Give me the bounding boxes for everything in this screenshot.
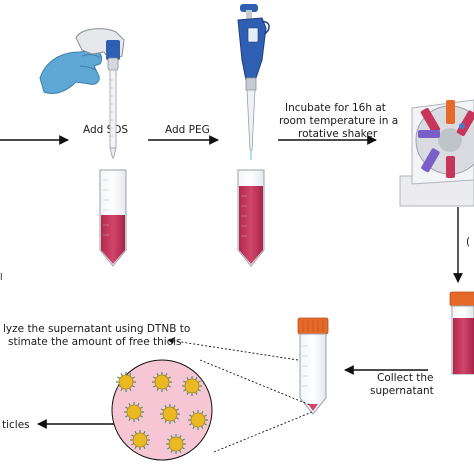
edge-mark-left: l	[0, 273, 3, 283]
step-label-analyze-1: lyze the supernatant using DTNB to	[3, 323, 190, 335]
step-label-collect-1: Collect the	[377, 372, 434, 384]
nanoparticle-3	[182, 376, 202, 396]
nanoparticle-2	[152, 372, 172, 392]
rotative-shaker-icon	[399, 99, 474, 207]
nanoparticle-7	[166, 434, 186, 454]
step-label-collect-2: supernatant	[370, 385, 434, 397]
step-label-incubate-2: room temperature in a	[279, 115, 398, 127]
step-label-add-sds: Add SDS	[83, 124, 128, 136]
capped-tube-supernatant	[297, 317, 329, 415]
conical-tube-sds	[99, 169, 127, 267]
nanoparticle-1	[116, 372, 136, 392]
capped-tube-after-shaking	[449, 291, 474, 375]
nanoparticle-group	[116, 372, 208, 454]
nanoparticle-8	[188, 410, 208, 430]
step-label-add-peg: Add PEG	[165, 124, 210, 136]
arrow-to-dtnb	[167, 337, 299, 361]
step-label-particles: ticles	[2, 419, 30, 431]
pipette-controller-icon	[39, 28, 125, 159]
micropipette-icon	[237, 4, 270, 160]
edge-mark-right: (	[466, 236, 470, 248]
nanoparticle-6	[130, 430, 150, 450]
step-label-incubate-3: rotative shaker	[298, 128, 378, 140]
step-label-incubate-1: Incubate for 16h at	[285, 102, 386, 114]
nanoparticle-4	[124, 402, 144, 422]
step-label-analyze-2: stimate the amount of free thiols	[8, 336, 182, 348]
conical-tube-peg	[237, 169, 265, 267]
nanoparticle-5	[160, 404, 180, 424]
